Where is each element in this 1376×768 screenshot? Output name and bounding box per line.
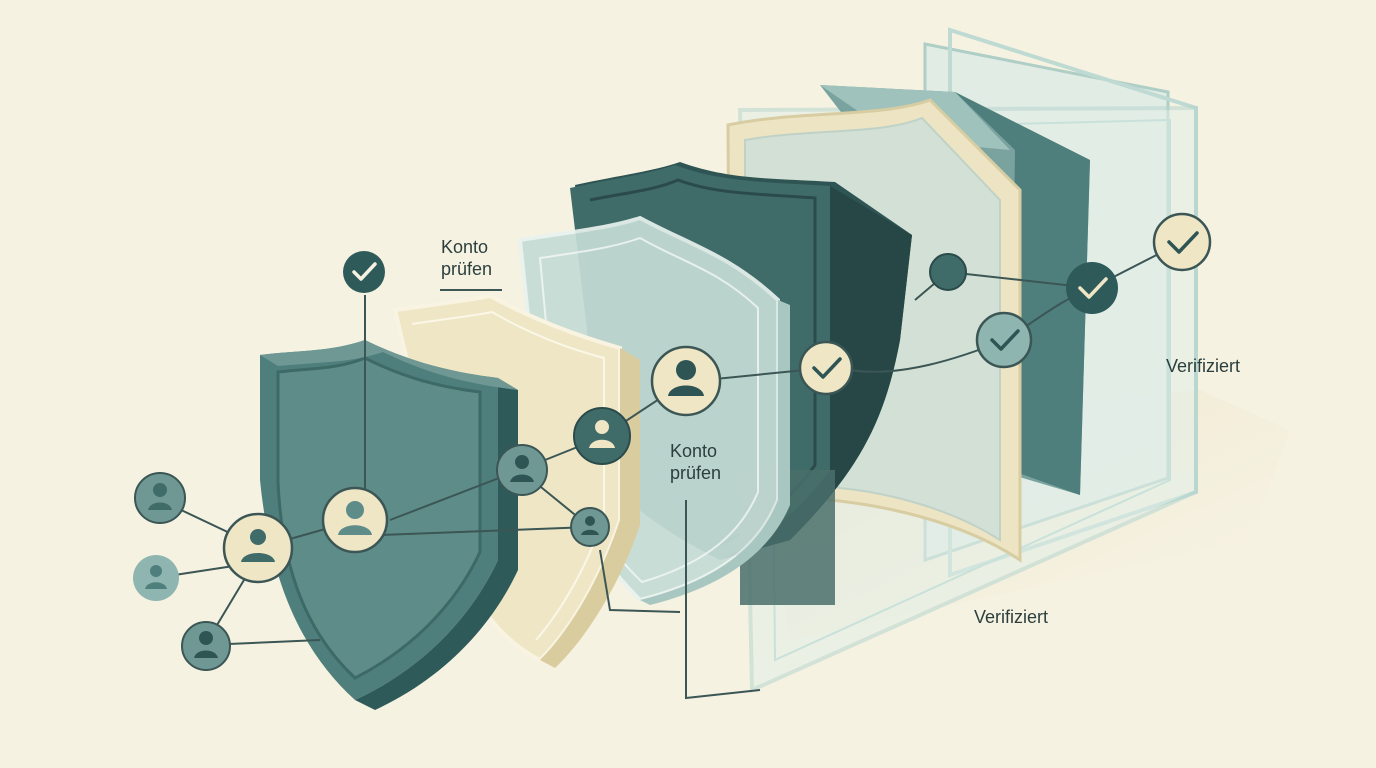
label-review-top-line2: prüfen (441, 259, 493, 279)
label-verified-right: Verifiziert (1166, 356, 1241, 376)
user-node (321, 486, 389, 554)
label-review-mid-line1: Konto (670, 441, 718, 461)
user-icon (145, 565, 167, 589)
status-node (929, 253, 967, 291)
check-icon (1078, 277, 1108, 299)
check-node (1066, 262, 1118, 314)
user-icon (589, 420, 615, 448)
label-verified-bottom: Verifiziert (974, 607, 1049, 627)
user-node (650, 345, 722, 417)
label-review-mid-line2: prüfen (670, 463, 722, 483)
check-icon (352, 262, 377, 281)
user-icon (194, 631, 218, 658)
user-node (222, 512, 294, 584)
user-icon (510, 455, 534, 482)
user-node (181, 621, 231, 671)
check-node (798, 340, 854, 396)
check-icon (812, 357, 842, 379)
user-icon (668, 360, 704, 396)
user-icon (148, 483, 172, 510)
user-node (573, 407, 631, 465)
check-icon (990, 329, 1020, 351)
user-node (133, 555, 179, 601)
user-icon (241, 529, 275, 562)
check-node (975, 311, 1033, 369)
user-node (134, 472, 186, 524)
check-node (1152, 212, 1212, 272)
label-review-top: Konto prüfen (441, 236, 492, 280)
user-icon (338, 501, 372, 535)
check-icon (1167, 231, 1199, 254)
user-node (570, 507, 610, 547)
user-icon (581, 516, 599, 535)
check-node (343, 251, 385, 293)
front-shield (260, 340, 518, 710)
user-node (496, 444, 548, 496)
label-review-mid: Konto prüfen (670, 440, 721, 484)
label-review-top-line1: Konto (441, 237, 489, 257)
